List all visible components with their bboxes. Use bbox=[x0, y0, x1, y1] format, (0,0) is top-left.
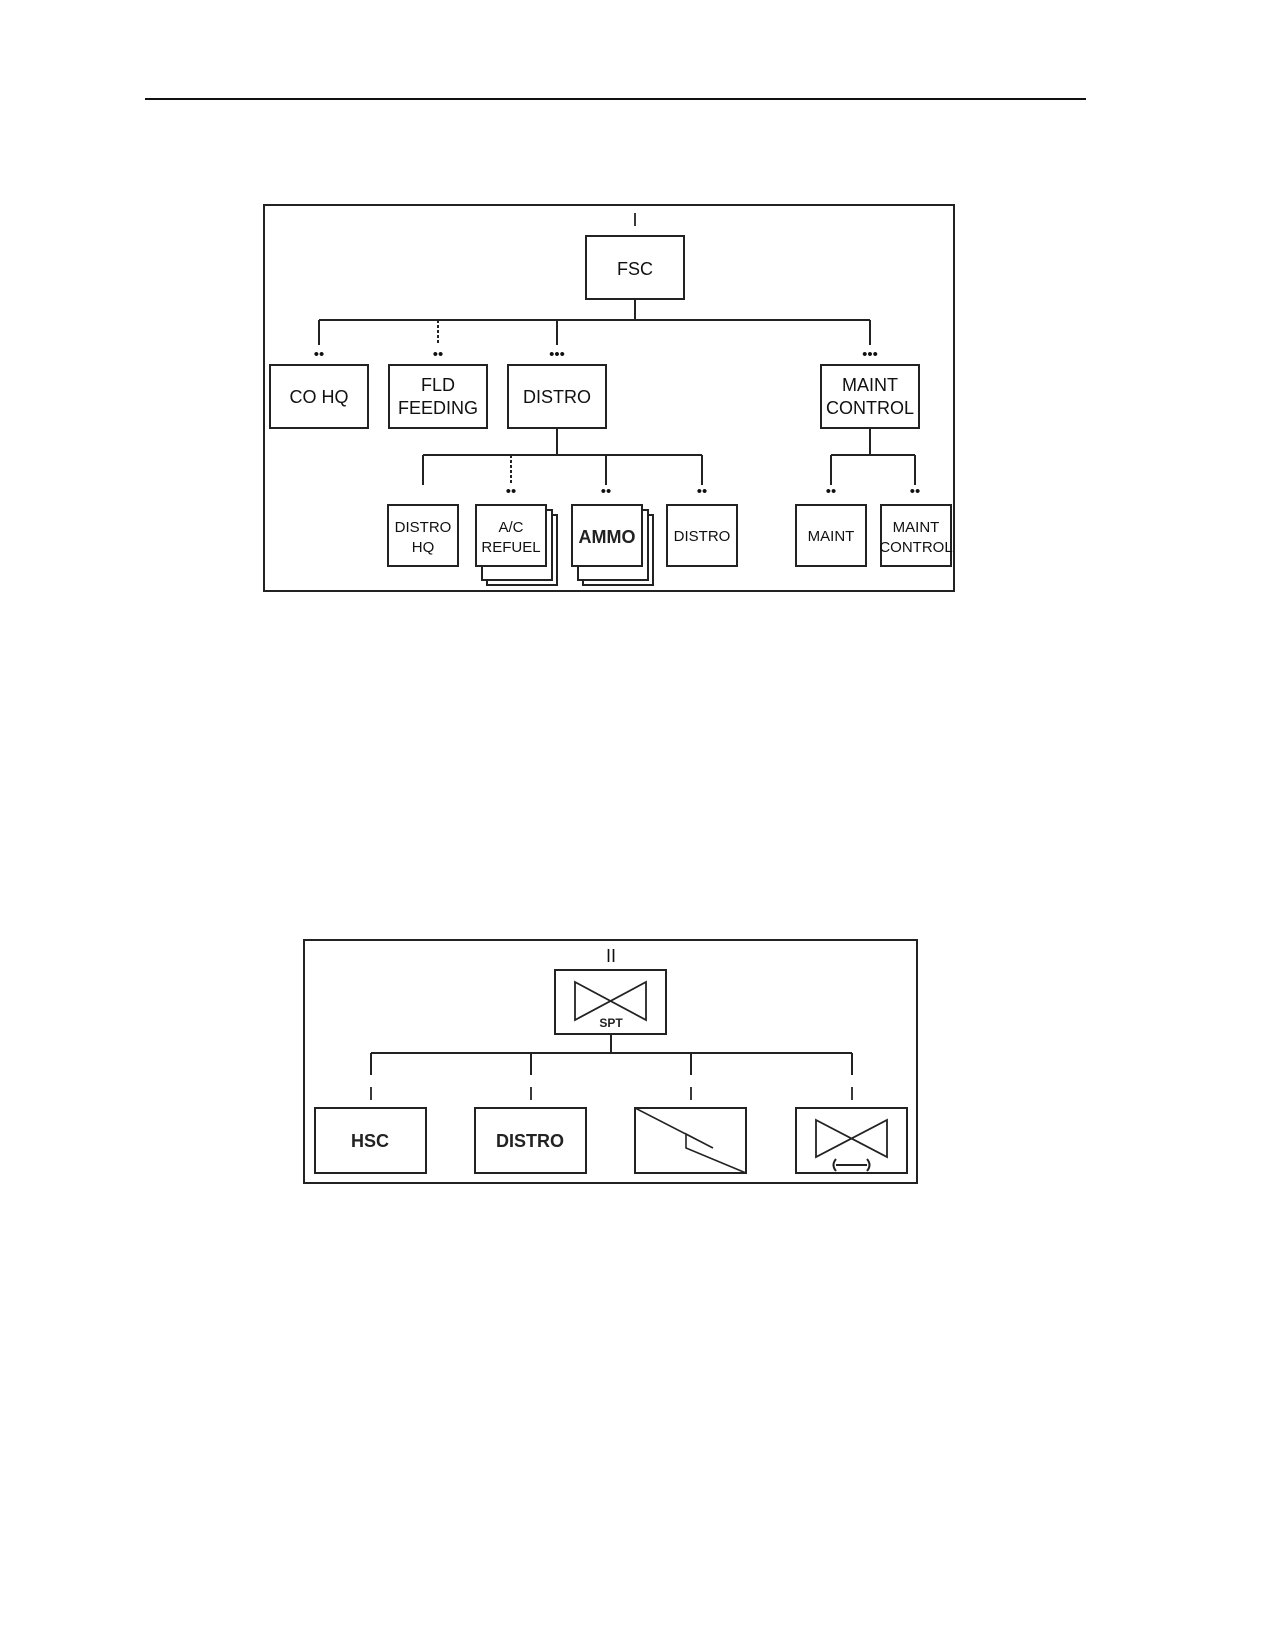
maint2-echelon: I bbox=[849, 1084, 854, 1104]
signal-box bbox=[634, 1107, 747, 1174]
fld-feeding-echelon: •• bbox=[433, 346, 444, 363]
ammo-label: AMMO bbox=[579, 527, 636, 547]
maint-control-child-label-1: MAINT bbox=[893, 519, 940, 536]
header-rule bbox=[145, 98, 1086, 100]
ac-refuel-box bbox=[475, 504, 547, 567]
fld-feeding-label-1: FLD bbox=[421, 375, 455, 395]
co-hq-box bbox=[269, 364, 369, 429]
ammo-box bbox=[571, 504, 643, 567]
distro-hq-label-1: DISTRO bbox=[395, 519, 452, 536]
fsc-echelon: I bbox=[632, 210, 637, 230]
support-battalion-chart: II SPT I I I I HSC DISTRO bbox=[303, 939, 918, 1184]
maint-control-child-box bbox=[880, 504, 952, 567]
maint-control-label-1: MAINT bbox=[842, 375, 898, 395]
maint-control-child-label-2: CONTROL bbox=[879, 539, 952, 556]
maintenance-icon bbox=[815, 1118, 888, 1172]
maint-control-echelon: ••• bbox=[862, 346, 878, 363]
distro2-echelon: I bbox=[528, 1084, 533, 1104]
fsc-org-chart: I FSC •• CO HQ •• FLD FEEDING ••• DISTRO… bbox=[263, 204, 955, 592]
co-hq-label: CO HQ bbox=[289, 387, 348, 407]
distro2-box bbox=[474, 1107, 587, 1174]
signal-echelon: I bbox=[688, 1084, 693, 1104]
ammo-echelon: •• bbox=[601, 483, 612, 500]
fsc-label: FSC bbox=[617, 259, 653, 279]
maint-echelon: •• bbox=[826, 483, 837, 500]
ac-refuel-echelon: •• bbox=[506, 483, 517, 500]
hsc-box bbox=[314, 1107, 427, 1174]
distro-child-box bbox=[666, 504, 738, 567]
distro-hq-box bbox=[387, 504, 459, 567]
maintenance-box bbox=[795, 1107, 908, 1174]
ac-refuel-label-2: REFUEL bbox=[481, 539, 540, 556]
diagram1-frame bbox=[263, 204, 955, 592]
maint-control-child-echelon: •• bbox=[910, 483, 921, 500]
ac-refuel-label-1: A/C bbox=[498, 519, 523, 536]
spt-echelon: II bbox=[606, 946, 616, 966]
spt-label: SPT bbox=[599, 1016, 623, 1030]
distro-child-echelon: •• bbox=[697, 483, 708, 500]
distro-echelon: ••• bbox=[549, 346, 565, 363]
fsc-box bbox=[585, 235, 685, 300]
distro-hq-label-2: HQ bbox=[412, 539, 435, 556]
distro-child-label: DISTRO bbox=[674, 528, 731, 545]
hsc-echelon: I bbox=[368, 1084, 373, 1104]
diagram2-frame bbox=[303, 939, 918, 1184]
distro-label: DISTRO bbox=[523, 387, 591, 407]
fld-feeding-box bbox=[388, 364, 488, 429]
maint-control-label-2: CONTROL bbox=[826, 398, 914, 418]
hsc-label: HSC bbox=[351, 1131, 389, 1151]
signal-icon bbox=[634, 1107, 747, 1174]
fld-feeding-label-2: FEEDING bbox=[398, 398, 478, 418]
distro2-label: DISTRO bbox=[496, 1131, 564, 1151]
maint-label: MAINT bbox=[808, 528, 855, 545]
co-hq-echelon: •• bbox=[314, 346, 325, 363]
support-battalion-icon bbox=[574, 980, 647, 1022]
maint-box bbox=[795, 504, 867, 567]
